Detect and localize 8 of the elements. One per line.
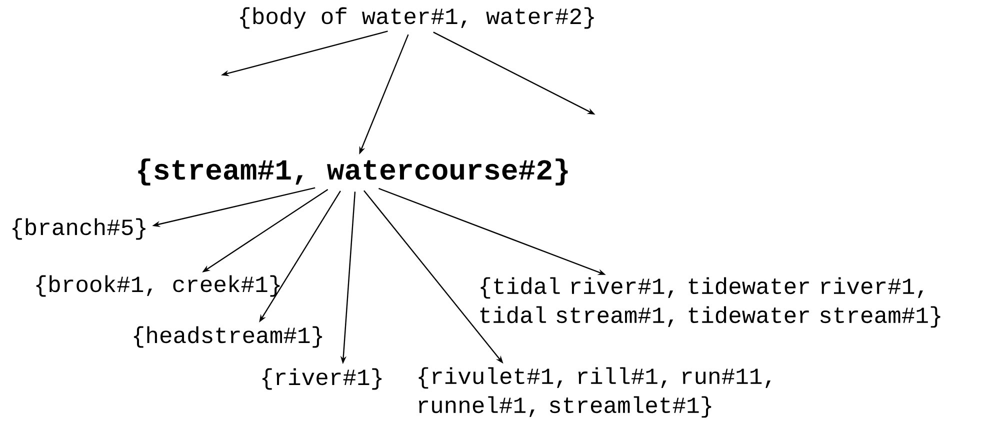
synset-label: {river#1}: [262, 368, 382, 390]
synset-label: {tidal river#1, tidewater river#1, tidal stream#1, tidewater stream#1}: [480, 277, 940, 328]
synset-label: {stream#1, watercourse#2}: [138, 158, 568, 186]
synset-label: {headstream#1}: [134, 326, 322, 348]
synset-label: {branch#5}: [12, 218, 146, 240]
synset-label: {brook#1, creek#1}: [36, 275, 280, 297]
synset-label: {body of water#1, water#2}: [240, 7, 594, 29]
synset-label: {rivulet#1, rill#1, run#11, runnel#1, streamlet#1}: [418, 367, 770, 418]
